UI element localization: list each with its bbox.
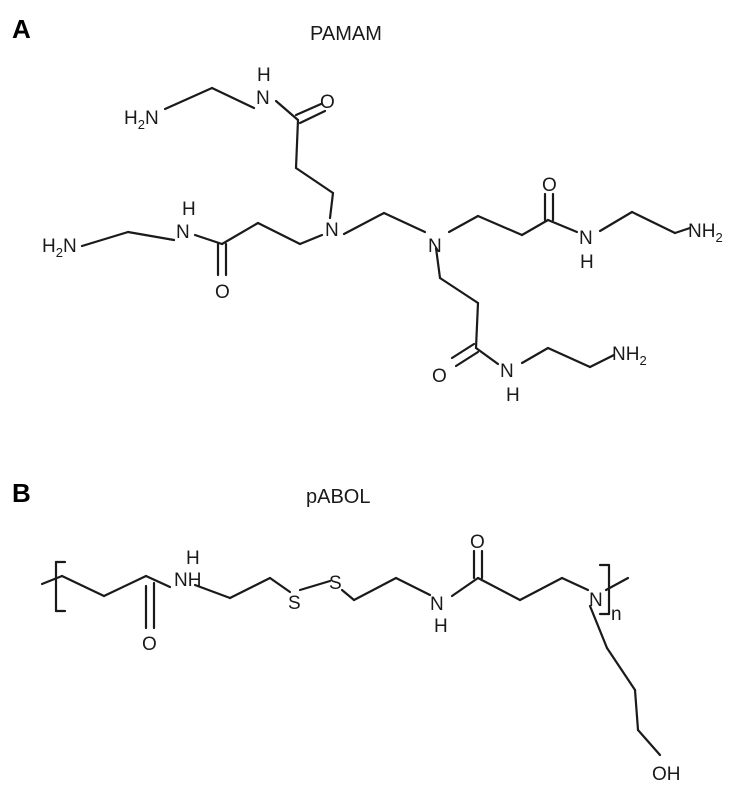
carbonyl-o-label-top: O xyxy=(320,92,335,113)
carbonyl-o-label-b-right: O xyxy=(470,532,485,553)
panel-a-title: PAMAM xyxy=(310,23,382,45)
carbonyl-o-label-right-upper: O xyxy=(542,175,557,196)
tertiary-n-label-b: N xyxy=(589,590,603,611)
core-n-left-label: N xyxy=(325,220,339,241)
sulfur-label-2: S xyxy=(329,573,342,594)
amide-h-label-top: H xyxy=(257,65,271,86)
hydroxyl-label: OH xyxy=(652,764,681,785)
pamam-atom-labels: H2N H N O N N H2N H N O O N H NH2 O N H … xyxy=(42,65,723,406)
amine-label-left: H2N xyxy=(42,236,77,260)
amide-h-label-b-left: H xyxy=(186,548,200,569)
amide-n-label-top: N xyxy=(256,88,270,109)
pabol-atom-labels: H NH O S S N H O N n OH xyxy=(142,532,681,785)
carbonyl-o-label-b-left: O xyxy=(142,634,157,655)
amine-label-right-lower: NH2 xyxy=(612,344,647,368)
pamam-bonds xyxy=(80,86,692,369)
panel-b-title: pABOL xyxy=(306,486,370,508)
sulfur-label-1: S xyxy=(288,593,301,614)
amide-n-label-right-lower: N xyxy=(500,361,514,382)
amide-h-label-b-right: H xyxy=(434,616,448,637)
carbonyl-o-label-left: O xyxy=(215,282,230,303)
amide-nh-label-left: N xyxy=(176,222,190,243)
amide-n-label-right-upper: N xyxy=(579,228,593,249)
carbonyl-o-label-right-lower: O xyxy=(432,366,447,387)
amide-h-label-left: H xyxy=(182,199,196,220)
amide-nh-label-b-left: NH xyxy=(174,570,201,591)
amide-h-label-right-upper: H xyxy=(580,252,594,273)
panel-a-letter: A xyxy=(12,14,31,44)
panel-b: B pABOL xyxy=(12,478,681,785)
core-n-right-label: N xyxy=(428,236,442,257)
amide-n-label-b-right: N xyxy=(430,594,444,615)
amide-h-label-right-lower: H xyxy=(506,385,520,406)
pabol-bonds xyxy=(40,549,662,757)
panel-a: A PAMAM xyxy=(12,14,723,406)
amine-label-right-upper: NH2 xyxy=(688,221,723,245)
repeat-unit-n-label: n xyxy=(611,604,622,625)
amine-label-top-left: H2N xyxy=(124,108,159,132)
panel-b-letter: B xyxy=(12,478,31,508)
